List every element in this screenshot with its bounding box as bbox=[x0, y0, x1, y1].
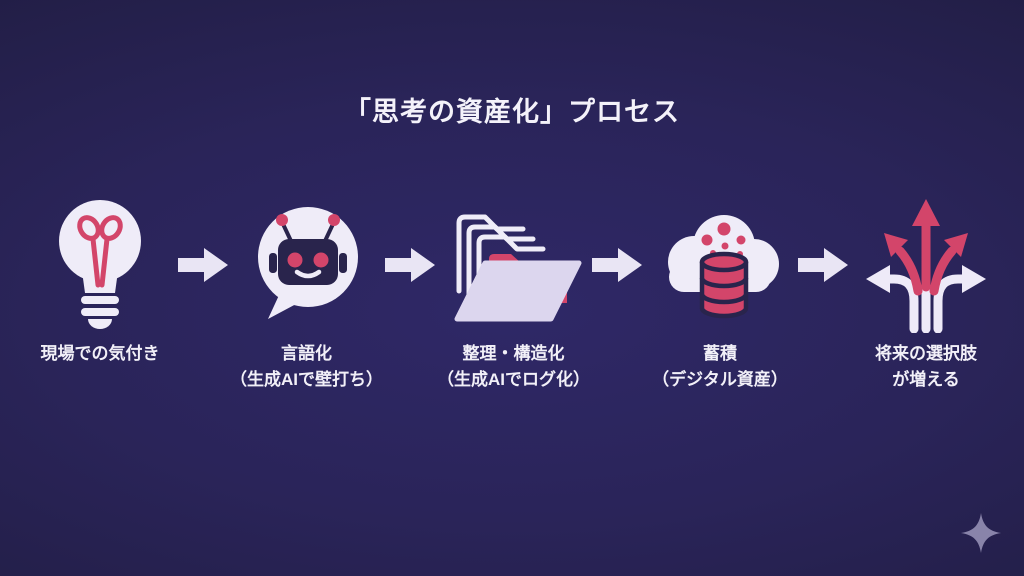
step-awareness: 現場での気付き bbox=[24, 193, 176, 367]
lightbulb-icon bbox=[55, 193, 145, 335]
branching-arrows-icon bbox=[862, 193, 990, 335]
page-title: 「思考の資産化」プロセス bbox=[344, 97, 680, 127]
step-label: 将来の選択肢 が増える bbox=[875, 344, 977, 389]
step-label: 蓄積 （デジタル資産） bbox=[652, 344, 788, 389]
cloud-database-icon bbox=[652, 193, 788, 335]
step-verbalization: 言語化 （生成AIで壁打ち） bbox=[230, 193, 383, 392]
step-accumulation: 蓄積 （デジタル資産） bbox=[644, 193, 796, 392]
process-flow: 現場での気付き bbox=[24, 193, 1000, 392]
folder-icon bbox=[445, 193, 583, 335]
right-block-arrow-icon bbox=[176, 193, 230, 285]
step-structuring: 整理・構造化 （生成AIでログ化） bbox=[437, 193, 590, 392]
chatbot-icon bbox=[248, 193, 366, 335]
step-label: 整理・構造化 （生成AIでログ化） bbox=[437, 344, 590, 389]
step-label: 現場での気付き bbox=[40, 344, 160, 363]
right-block-arrow-icon bbox=[590, 193, 644, 285]
step-future-options: 将来の選択肢 が増える bbox=[850, 193, 1002, 392]
step-label: 言語化 （生成AIで壁打ち） bbox=[230, 344, 383, 389]
right-block-arrow-icon bbox=[383, 193, 437, 285]
right-block-arrow-icon bbox=[796, 193, 850, 285]
sparkle-icon bbox=[960, 512, 1002, 554]
